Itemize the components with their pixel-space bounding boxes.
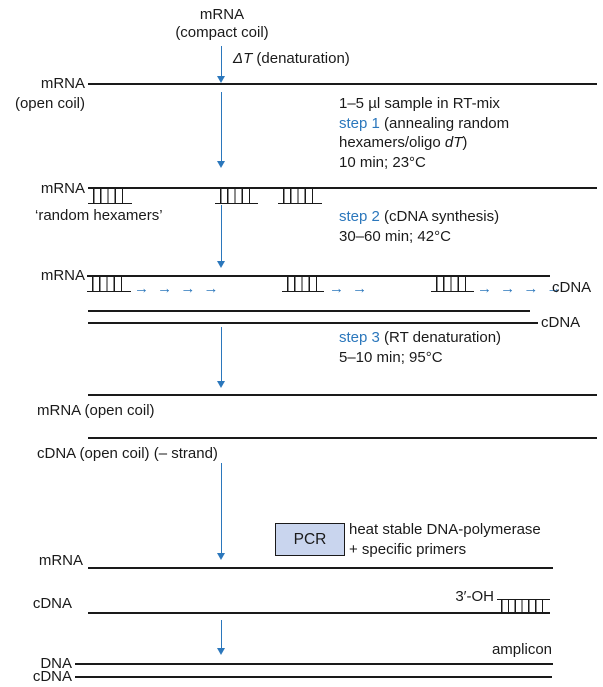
step1-note: 1–5 µl sample in RT-mix step 1 (annealin… bbox=[339, 94, 509, 172]
base-pair-ticks bbox=[92, 276, 127, 291]
step2-label: step 2 bbox=[339, 208, 380, 225]
base-pair-ticks bbox=[436, 276, 470, 291]
cdna-open-coil-label: cDNA (open coil) (– strand) bbox=[37, 445, 218, 462]
down-arrow-step3 bbox=[217, 327, 226, 388]
mrna-synthesis-label: mRNA bbox=[40, 267, 85, 284]
cdna-amplicon-label: cDNA bbox=[32, 668, 72, 685]
cdna-primer-strand bbox=[88, 612, 550, 614]
mrna-open-label1: mRNA bbox=[40, 75, 85, 92]
hexamer-primer bbox=[431, 276, 474, 292]
mrna-pcr-strand bbox=[88, 567, 553, 569]
step2-note: step 2 (cDNA synthesis) 30–60 min; 42°C bbox=[339, 207, 499, 246]
synthesis-direction-arrows: → → → → bbox=[477, 280, 564, 297]
arrow-shaft bbox=[220, 620, 223, 649]
arrow-shaft bbox=[220, 92, 223, 162]
specific-primer bbox=[497, 599, 550, 613]
pcr-note-line1: heat stable DNA-polymerase bbox=[349, 521, 541, 538]
arrow-shaft bbox=[220, 327, 223, 382]
pcr-note-line2: + specific primers bbox=[349, 540, 467, 558]
down-arrow-step1 bbox=[217, 92, 226, 168]
step1-line: step 1 (annealing random bbox=[339, 114, 510, 132]
arrow-shaft bbox=[220, 463, 223, 554]
mrna-hexamer-strand bbox=[88, 187, 597, 189]
duplex-cdna-strand bbox=[88, 322, 538, 324]
down-arrowhead-icon bbox=[217, 161, 225, 168]
step1-label: step 1 bbox=[339, 114, 380, 132]
step3-label: step 3 bbox=[339, 329, 380, 346]
pcr-box: PCR bbox=[275, 523, 345, 556]
mrna-compact-title: mRNA bbox=[199, 6, 245, 23]
mrna-hexamer-label: mRNA bbox=[40, 180, 85, 197]
arrow-shaft bbox=[220, 46, 223, 77]
base-pair-ticks bbox=[283, 188, 318, 203]
dna-amplicon-strand bbox=[75, 663, 553, 665]
step3-conditions: 5–10 min; 95°C bbox=[339, 348, 443, 366]
random-hexamers-caption: ‘random hexamers’ bbox=[35, 207, 163, 224]
step2-conditions: 30–60 min; 42°C bbox=[339, 227, 451, 245]
down-arrowhead-icon bbox=[217, 261, 225, 268]
step3-note: step 3 (RT denaturation) 5–10 min; 95°C bbox=[339, 328, 501, 367]
pcr-note: heat stable DNA-polymerase + specific pr… bbox=[349, 520, 541, 559]
oligo-line: hexamers/oligo dT) bbox=[339, 134, 468, 151]
dna-amplicon-label: DNA bbox=[40, 655, 72, 672]
duplex-cdna-label: cDNA bbox=[541, 314, 581, 331]
base-pair-ticks bbox=[501, 600, 546, 613]
down-arrowhead-icon bbox=[217, 381, 225, 388]
arrow-shaft bbox=[220, 205, 223, 262]
down-arrow-step2 bbox=[217, 205, 226, 268]
down-arrow-denaturation bbox=[217, 46, 226, 83]
duplex-upper-strand bbox=[88, 310, 530, 312]
base-pair-ticks bbox=[93, 188, 128, 203]
rt-mix-line: 1–5 µl sample in RT-mix bbox=[339, 95, 500, 112]
mrna-open-label2: (open coil) bbox=[14, 95, 85, 112]
cdna-primer-label: cDNA bbox=[32, 595, 72, 612]
mrna-denatured-strand bbox=[88, 394, 597, 396]
hexamer-primer bbox=[278, 188, 322, 204]
step3-line: step 3 (RT denaturation) bbox=[339, 329, 502, 346]
synthesis-direction-arrows: → → bbox=[329, 280, 370, 297]
down-arrow-pcr bbox=[217, 463, 226, 560]
cdna-amplicon-strand bbox=[75, 676, 552, 678]
denaturation-label: ΔT (denaturation) bbox=[233, 50, 350, 67]
mrna-pcr-label: mRNA bbox=[38, 552, 83, 569]
hexamer-primer bbox=[215, 188, 258, 204]
cdna-denatured-strand bbox=[88, 437, 597, 439]
hexamer-primer bbox=[282, 276, 324, 292]
base-pair-ticks bbox=[220, 188, 254, 203]
mrna-compact-subtitle: (compact coil) bbox=[175, 24, 269, 41]
cdna-synthesis-label: cDNA bbox=[552, 279, 592, 296]
mrna-synthesis-strand bbox=[87, 275, 550, 277]
hexamer-primer bbox=[87, 276, 131, 292]
down-arrowhead-icon bbox=[217, 648, 225, 655]
synthesis-direction-arrows: → → → → bbox=[134, 280, 221, 297]
step2-line: step 2 (cDNA synthesis) bbox=[339, 208, 500, 225]
amplicon-caption: amplicon bbox=[491, 641, 552, 658]
mrna-open-coil-label: mRNA (open coil) bbox=[37, 402, 155, 419]
pcr-box-label: PCR bbox=[293, 530, 327, 548]
hexamer-primer bbox=[88, 188, 132, 204]
base-pair-ticks bbox=[287, 276, 320, 291]
mrna-open-coil-strand bbox=[88, 83, 597, 85]
step1-conditions: 10 min; 23°C bbox=[339, 153, 426, 171]
down-arrowhead-icon bbox=[217, 76, 225, 83]
down-arrowhead-icon bbox=[217, 553, 225, 560]
three-prime-oh-label: 3′-OH bbox=[455, 588, 494, 605]
down-arrow-amplification bbox=[217, 620, 226, 655]
